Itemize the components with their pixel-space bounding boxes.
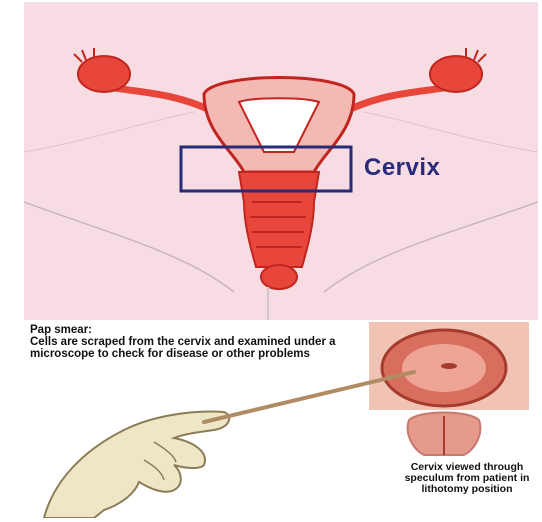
- cervical-os: [441, 363, 457, 369]
- right-ovary: [430, 56, 482, 92]
- pap-smear-title: Pap smear:: [30, 324, 350, 336]
- left-ovary: [78, 56, 130, 92]
- speculum-caption: Cervix viewed through speculum from pati…: [404, 462, 530, 495]
- pap-smear-body: Cells are scraped from the cervix and ex…: [30, 336, 336, 360]
- cervix-label: Cervix: [364, 154, 440, 182]
- uterus-illustration: [24, 2, 538, 320]
- vaginal-opening: [261, 265, 297, 289]
- pap-smear-description: Pap smear: Cells are scraped from the ce…: [30, 324, 350, 360]
- uterus-svg: [24, 2, 538, 320]
